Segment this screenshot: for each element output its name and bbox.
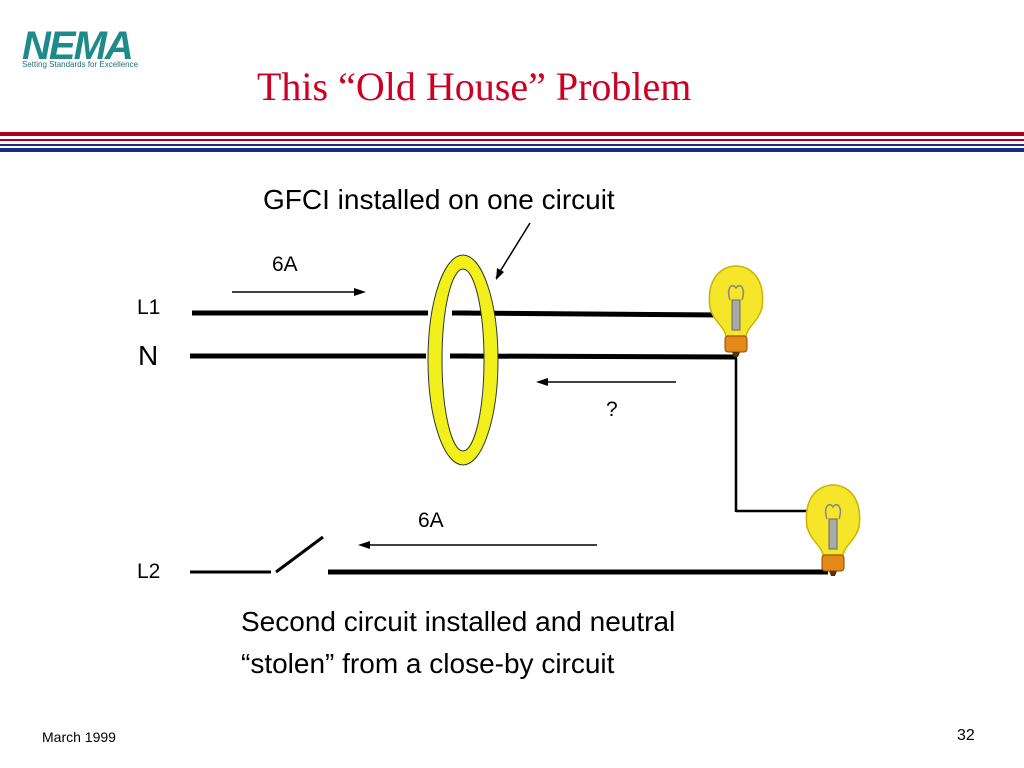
- rule-red-top: [0, 132, 1024, 136]
- bulb-tip: [732, 352, 740, 357]
- caption-second-circuit-line2: “stolen” from a close-by circuit: [241, 648, 615, 679]
- wire-l1-right: [457, 310, 723, 318]
- bulb-filament: [824, 503, 842, 520]
- caption-pointer-arrowhead: [496, 268, 504, 280]
- header-rules: [0, 132, 1024, 152]
- caption-pointer-line: [495, 222, 531, 279]
- gfci-ring: [428, 255, 498, 465]
- rule-blue-bottom: [0, 148, 1024, 152]
- caption-gfci: GFCI installed on one circuit: [263, 184, 615, 215]
- lightbulb-icon: [708, 265, 764, 357]
- return-current-label: ?: [606, 398, 618, 421]
- current-label-l2: 6A: [418, 509, 444, 532]
- label-l2: L2: [137, 560, 161, 583]
- slide-title: This “Old House” Problem: [257, 64, 692, 109]
- label-l1: L1: [137, 296, 161, 319]
- gfci-ring-outer-edge: [427, 254, 499, 466]
- footer-date: March 1999: [42, 729, 116, 745]
- logo-tagline: Setting Standards for Excellence: [22, 60, 139, 69]
- current-arrow-l2-head: [358, 541, 370, 549]
- bulb-base: [724, 335, 748, 353]
- bulb-stem: [828, 518, 838, 550]
- caption-second-circuit-line1: Second circuit installed and neutral: [241, 606, 676, 637]
- page-number: 32: [957, 727, 975, 744]
- current-label-l1: 6A: [272, 253, 298, 276]
- gfci-ring-inner-edge: [441, 268, 485, 452]
- bulb-tip: [829, 571, 837, 576]
- rule-red-thin: [0, 139, 1024, 141]
- label-n: N: [138, 340, 159, 371]
- switch-blade: [275, 535, 324, 574]
- wire-n-right: [455, 353, 738, 360]
- bulb-filament: [727, 284, 745, 301]
- nema-logo: NEMA Setting Standards for Excellence: [22, 26, 144, 70]
- logo-text: NEMA: [22, 24, 134, 68]
- rule-blue-thin: [0, 144, 1024, 146]
- bulb-stem: [731, 299, 741, 331]
- current-arrow-l1-head: [354, 288, 366, 296]
- lightbulb-icon: [805, 484, 861, 576]
- bulb-base: [821, 554, 845, 572]
- return-arrow-head: [536, 378, 548, 386]
